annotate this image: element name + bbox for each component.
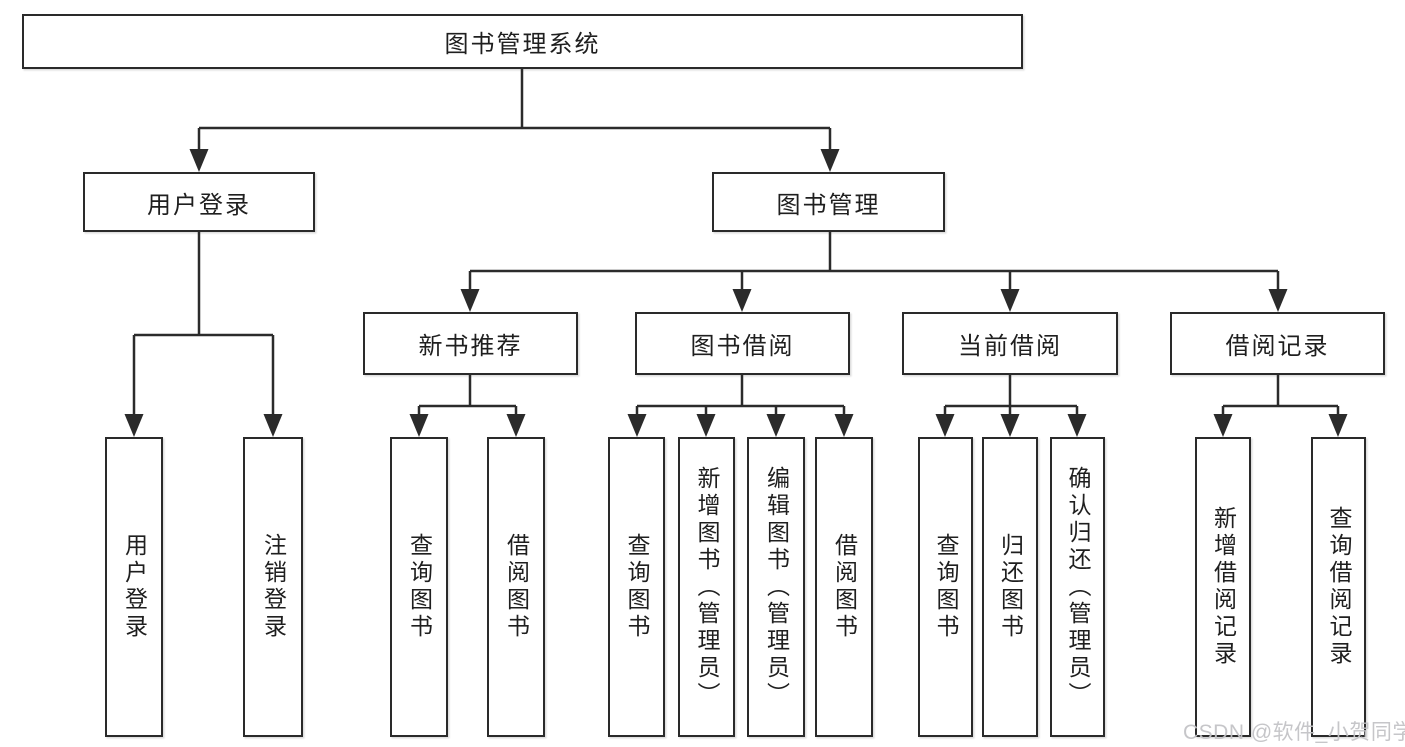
leaf-edit-books-admin: 编辑图书（管理员） — [747, 437, 805, 737]
leaf-query-borrow-record: 查询借阅记录 — [1311, 437, 1366, 737]
node-user-login: 用户登录 — [83, 172, 315, 232]
leaf-query-books-borrow-label: 查询图书 — [624, 533, 650, 641]
node-current-borrow: 当前借阅 — [902, 312, 1118, 375]
leaf-add-books-admin-label: 新增图书（管理员） — [694, 465, 720, 709]
csdn-watermark: CSDN @软件_小贺同学 — [1183, 721, 1405, 744]
node-root-label: 图书管理系统 — [444, 31, 601, 58]
leaf-query-books-recommend: 查询图书 — [390, 437, 448, 737]
leaf-query-borrow-record-label: 查询借阅记录 — [1326, 506, 1352, 668]
node-user-login-label: 用户登录 — [147, 191, 251, 219]
leaf-edit-books-admin-label: 编辑图书（管理员） — [763, 465, 790, 709]
leaf-logout-label: 注销登录 — [260, 533, 287, 641]
node-root: 图书管理系统 — [22, 14, 1023, 69]
node-book-borrow-label: 图书借阅 — [690, 333, 795, 360]
leaf-return-books-label: 归还图书 — [997, 533, 1024, 641]
node-new-book-recommend: 新书推荐 — [363, 312, 578, 375]
leaf-user-login-label: 用户登录 — [121, 533, 148, 641]
leaf-borrow-books-recommend-label: 借阅图书 — [503, 533, 530, 641]
leaf-add-borrow-record-label: 新增借阅记录 — [1210, 506, 1237, 668]
leaf-query-books-current: 查询图书 — [918, 437, 973, 737]
leaf-return-books: 归还图书 — [982, 437, 1038, 737]
node-borrow-records-label: 借阅记录 — [1225, 333, 1330, 360]
leaf-user-login: 用户登录 — [105, 437, 163, 737]
leaf-logout: 注销登录 — [243, 437, 303, 737]
leaf-borrow-books-label: 借阅图书 — [831, 533, 858, 641]
leaf-add-books-admin: 新增图书（管理员） — [678, 437, 735, 737]
leaf-confirm-return-admin: 确认归还（管理员） — [1050, 437, 1105, 737]
leaf-borrow-books-recommend: 借阅图书 — [487, 437, 545, 737]
leaf-borrow-books: 借阅图书 — [815, 437, 873, 737]
leaf-query-books-recommend-label: 查询图书 — [406, 533, 433, 641]
node-book-management: 图书管理 — [712, 172, 945, 232]
node-new-book-recommend-label: 新书推荐 — [418, 333, 523, 360]
leaf-confirm-return-admin-label: 确认归还（管理员） — [1065, 465, 1091, 709]
node-book-borrow: 图书借阅 — [635, 312, 850, 375]
node-book-management-label: 图书管理 — [776, 191, 881, 219]
leaf-add-borrow-record: 新增借阅记录 — [1195, 437, 1251, 737]
node-borrow-records: 借阅记录 — [1170, 312, 1385, 375]
node-current-borrow-label: 当前借阅 — [958, 333, 1062, 360]
leaf-query-books-borrow: 查询图书 — [608, 437, 665, 737]
leaf-query-books-current-label: 查询图书 — [933, 533, 959, 641]
